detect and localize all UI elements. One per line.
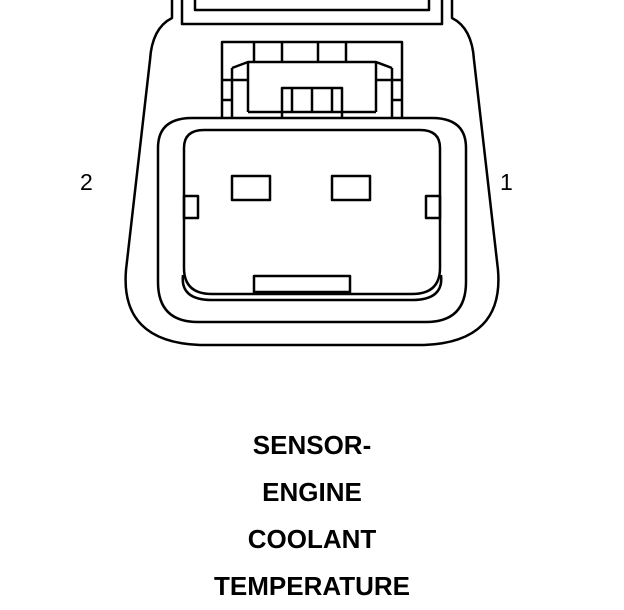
- latch-inner-posts: [230, 62, 394, 118]
- latch-wings: [222, 78, 402, 102]
- caption-line-2: ENGINE: [262, 477, 362, 507]
- connector-housing-outer: [124, 0, 500, 347]
- connector-face-outer: [156, 116, 468, 324]
- connector-face-inner-ridge: [181, 274, 443, 302]
- terminal-cavity: [182, 128, 442, 296]
- pin-1-label: 1: [500, 169, 513, 195]
- caption-line-1: SENSOR-: [252, 430, 372, 460]
- latch-bar: [231, 60, 393, 70]
- component-caption: SENSOR- ENGINE COOLANT TEMPERATURE: [0, 422, 624, 610]
- lock-tab-rails: [180, 0, 444, 26]
- side-key-right: [424, 194, 442, 220]
- latch-release-button: [280, 86, 344, 118]
- caption-line-4: TEMPERATURE: [214, 571, 410, 601]
- latch-upper-blocks: [252, 42, 348, 62]
- polarization-key: [252, 274, 352, 294]
- pin-2-label: 2: [80, 169, 93, 195]
- terminal-pin-2: [230, 174, 272, 202]
- terminal-pin-1: [330, 174, 372, 202]
- side-key-left: [182, 194, 200, 220]
- caption-line-3: COOLANT: [247, 524, 377, 554]
